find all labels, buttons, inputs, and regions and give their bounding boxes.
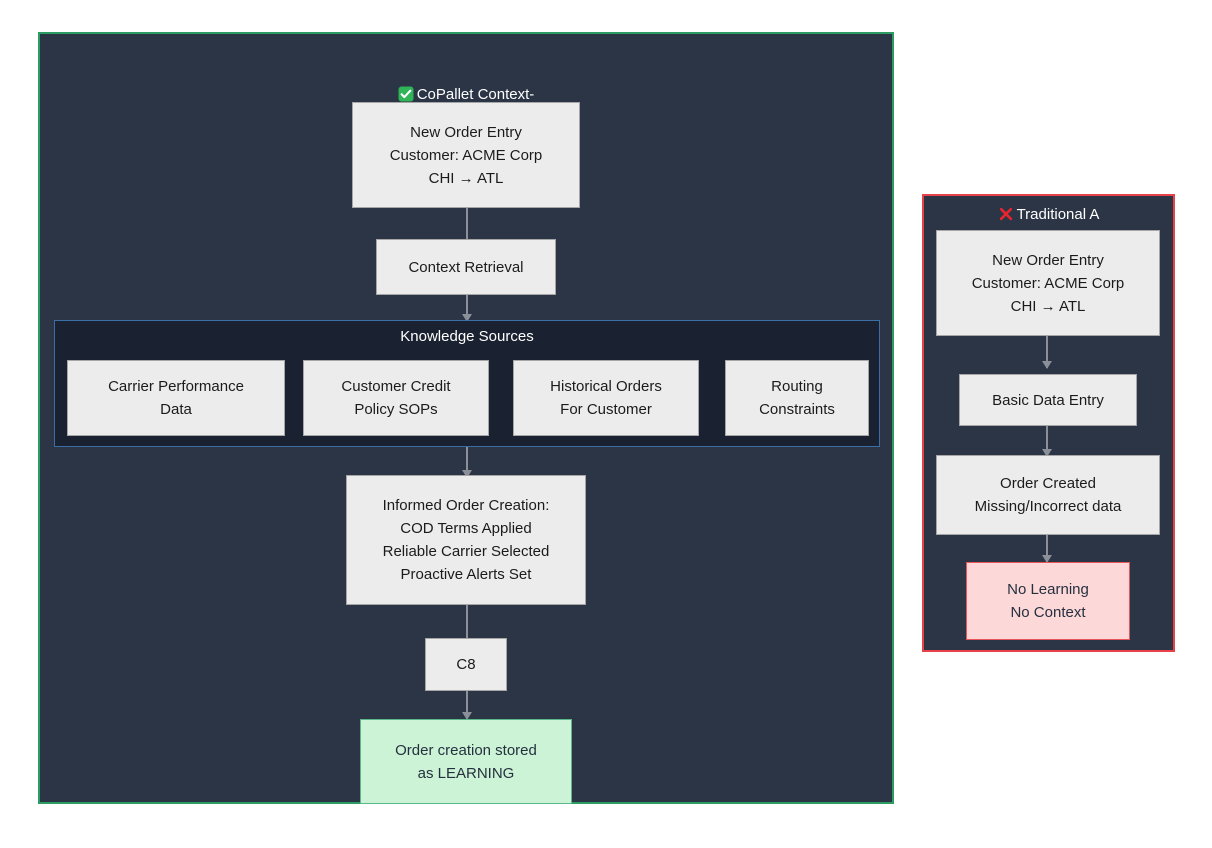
node-order-created-missing-data[interactable]: Order Created Missing/Incorrect data [936,455,1160,535]
arrow-order-to-context [466,208,468,259]
node-routing-constraints[interactable]: Routing Constraints [725,360,869,436]
node-historical-orders-for-customer[interactable]: Historical Orders For Customer [513,360,699,436]
cross-mark-icon [998,206,1014,228]
node-no-learning-no-context[interactable]: No Learning No Context [966,562,1130,640]
arrow-knowledge-to-informed [466,447,468,477]
node-basic-data-entry[interactable]: Basic Data Entry [959,374,1137,426]
subgraph-knowledge-sources-title: Knowledge Sources [400,328,534,345]
panel-traditional-ai: Traditional A New Order Entry Customer: … [922,194,1175,652]
arrow-basic-entry-to-order-created [1046,426,1048,456]
arrow-order-created-to-no-learning [1046,535,1048,562]
node-informed-order-creation[interactable]: Informed Order Creation: COD Terms Appli… [346,475,586,605]
arrow-c8-to-learning [466,691,468,719]
node-new-order-entry-ai[interactable]: New Order Entry Customer: ACME Corp CHI … [352,102,580,208]
panel-traditional-title: Traditional A [924,204,1173,228]
node-order-creation-stored-as-learning[interactable]: Order creation stored as LEARNING [360,719,572,804]
arrow-informed-to-c8 [466,605,468,658]
panel-traditional-title-text: Traditional A [1016,206,1100,223]
node-context-retrieval[interactable]: Context Retrieval [376,239,556,295]
node-customer-credit-policy-sops[interactable]: Customer Credit Policy SOPs [303,360,489,436]
arrow-order-to-basic-entry [1046,336,1048,368]
panel-copallet-context-aware-ai: CoPallet Context- Aware AI New Order Ent… [38,32,894,804]
node-carrier-performance-data[interactable]: Carrier Performance Data [67,360,285,436]
node-new-order-entry-traditional[interactable]: New Order Entry Customer: ACME Corp CHI … [936,230,1160,336]
arrow-context-to-knowledge [466,295,468,321]
node-c8[interactable]: C8 [425,638,507,691]
white-check-mark-icon [398,65,414,108]
subgraph-knowledge-sources: Knowledge Sources Carrier Performance Da… [54,320,880,447]
